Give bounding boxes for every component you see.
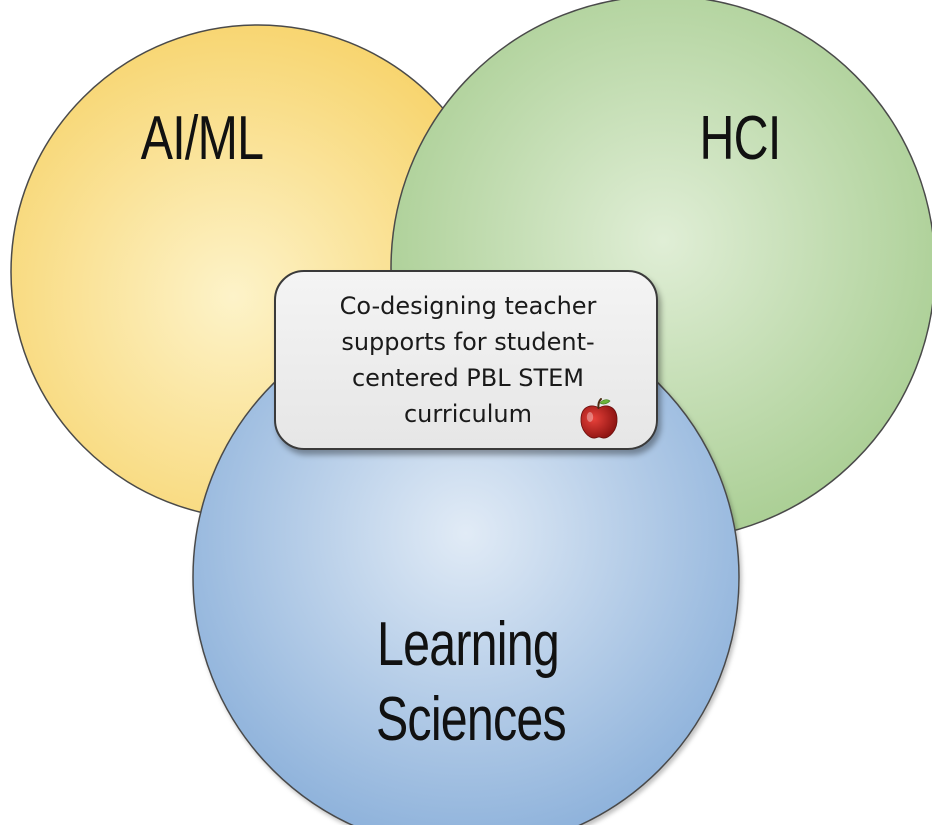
callout-text-line4: curriculum: [403, 400, 533, 428]
aiml-label: AI/ML: [140, 104, 264, 173]
callout-text-line2: supports for student-: [341, 328, 595, 356]
callout-text-line1: Co-designing teacher: [339, 292, 597, 320]
learning-sciences-label-line2: Sciences: [375, 685, 567, 754]
apple-icon: [580, 398, 618, 439]
learning-sciences-label-line1: Learning: [377, 610, 560, 679]
callout-text-line3: centered PBL STEM: [351, 364, 585, 392]
intersection-callout: Co-designing teacher supports for studen…: [274, 270, 658, 450]
hci-label: HCI: [699, 104, 782, 173]
